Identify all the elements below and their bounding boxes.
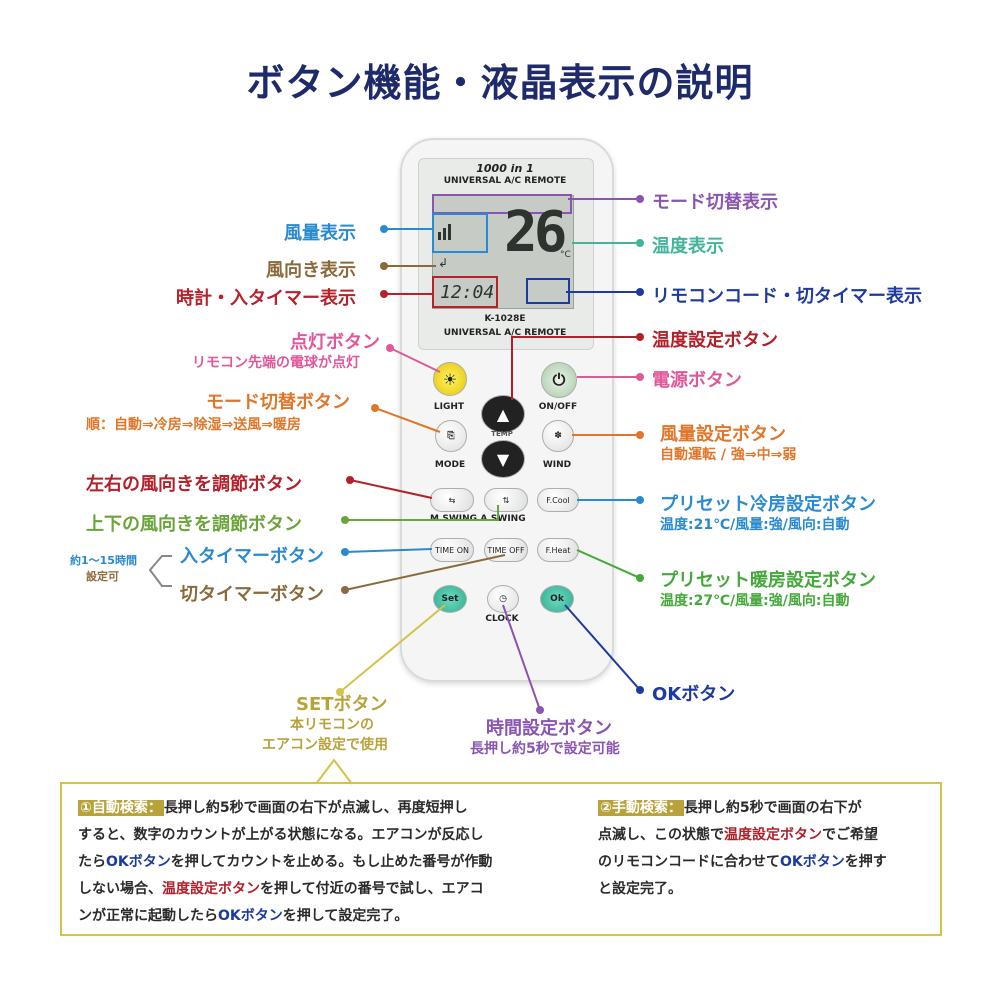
manual-note-line3: のリモコンコードに合わせてOKボタンを押す (598, 854, 887, 870)
temp-label: TEMP (491, 430, 513, 438)
callout-mode-button: モード切替ボタン (206, 392, 350, 413)
time-off-button[interactable]: TIME OFF (484, 538, 528, 562)
notes-box (60, 782, 942, 936)
callout-clock-display: 時計・入タイマー表示 (176, 288, 356, 309)
manual-note-line4: と設定完了。 (598, 881, 682, 897)
callout-mode-sub: 順：自動⇒冷房⇒除湿⇒送風⇒暖房 (86, 417, 301, 433)
auto-note-line4: しない場合、温度設定ボタンを押して付近の番号で試し、エアコ (78, 881, 484, 897)
callout-preset-cool-sub: 温度:21℃/風量:強/風向:自動 (660, 517, 850, 533)
callout-fan-set-sub: 自動運転 / 強⇒中⇒弱 (660, 447, 797, 463)
model-sub: UNIVERSAL A/C REMOTE (443, 328, 567, 338)
callout-ud-swing: 上下の風向きを調節ボタン (86, 514, 302, 535)
mode-label: MODE (434, 460, 466, 470)
callout-ok-button: OKボタン (652, 684, 736, 705)
callout-direction-display: 風向き表示 (266, 260, 356, 281)
manual-search-tag: ②手動検索： (598, 800, 684, 816)
fheat-button[interactable]: F.Heat (537, 538, 579, 562)
temp-down-button[interactable]: ▼ (481, 440, 525, 478)
notes-pointer (315, 758, 353, 785)
callout-mode-display: モード切替表示 (652, 192, 778, 213)
callout-temp-set-button: 温度設定ボタン (652, 330, 778, 351)
callout-fan-display: 風量表示 (284, 223, 356, 244)
mswing-button[interactable]: ⇆ (430, 488, 474, 512)
mode-button[interactable]: ⎘ (435, 420, 467, 452)
callout-light-sub: リモコン先端の電球が点灯 (192, 355, 360, 371)
aswing-button[interactable]: ⇅ (484, 488, 528, 512)
callout-timer-range: 約1～15時間 (70, 554, 137, 567)
auto-note-line3: たらOKボタンを押してカウントを止める。もし止めた番号が作動 (78, 854, 493, 870)
lcd-clock: 12:04 (440, 282, 495, 303)
callout-preset-heat-sub: 温度:27℃/風量:強/風向:自動 (660, 593, 850, 609)
fan-bar-icon (438, 232, 441, 240)
aswing-label: A.SWING (480, 514, 526, 524)
callout-timer-range-sub: 設定可 (86, 570, 119, 583)
auto-search-tag: ①自動検索： (78, 800, 164, 816)
callout-off-timer: 切タイマーボタン (180, 584, 324, 605)
fan-bar-icon (448, 224, 451, 240)
model-name: K-1028E (484, 314, 526, 324)
fcool-button[interactable]: F.Cool (537, 488, 579, 512)
wind-label: WIND (542, 460, 572, 470)
lcd-unit: °C (560, 250, 571, 260)
set-button[interactable]: Set (433, 585, 467, 613)
clock-label: CLOCK (485, 614, 519, 624)
power-button[interactable]: ⏻ (541, 362, 577, 398)
callout-set-button: SETボタン (296, 694, 388, 715)
manual-note-line2: 点滅し、この状態で温度設定ボタンでご希望 (598, 827, 878, 843)
swing-icon: ↲ (438, 256, 449, 270)
clock-display-box (432, 276, 498, 308)
light-label: LIGHT (433, 402, 465, 412)
onoff-label: ON/OFF (538, 402, 578, 412)
auto-note-line2: すると、数字のカウントが上がる状態になる。エアコンが反応し (78, 827, 484, 843)
callout-set-sub1: 本リモコンの (290, 717, 374, 733)
callout-time-set-button: 時間設定ボタン (486, 718, 612, 739)
callout-preset-cool: プリセット冷房設定ボタン (660, 494, 876, 515)
callout-on-timer: 入タイマーボタン (180, 546, 324, 567)
callout-set-sub2: エアコン設定で使用 (262, 737, 388, 753)
fan-display-box (432, 213, 488, 253)
callout-lr-swing: 左右の風向きを調節ボタン (86, 474, 302, 495)
callout-light-button: 点灯ボタン (290, 332, 380, 353)
light-button[interactable]: ☀ (433, 362, 467, 396)
auto-note-line1: ①自動検索：長押し約5秒で画面の右下が点滅し、再度短押し (78, 800, 468, 816)
callout-preset-heat: プリセット暖房設定ボタン (660, 570, 876, 591)
clock-button[interactable]: ◷ (487, 585, 519, 613)
callout-fan-set-button: 風量設定ボタン (660, 424, 786, 445)
callout-code-display: リモコンコード・切タイマー表示 (652, 286, 922, 307)
page-title: ボタン機能・液晶表示の説明 (246, 61, 754, 105)
callout-time-set-sub: 長押し約5秒で設定可能 (470, 741, 620, 757)
callout-temp-display: 温度表示 (652, 236, 724, 257)
auto-note-line5: ンが正常に起動したらOKボタンを押して設定完了。 (78, 908, 409, 924)
brand-top: 1000 in 1 (476, 162, 534, 175)
callout-power-button: 電源ボタン (652, 370, 742, 391)
temp-up-button[interactable]: ▲ (481, 395, 525, 433)
lcd-temperature: 26 (504, 200, 567, 265)
brand-top-sub: UNIVERSAL A/C REMOTE (443, 176, 567, 186)
manual-note-line1: ②手動検索：長押し約5秒で画面の右下が (598, 800, 862, 816)
fan-bar-icon (443, 228, 446, 240)
mode-display-box (432, 194, 572, 214)
